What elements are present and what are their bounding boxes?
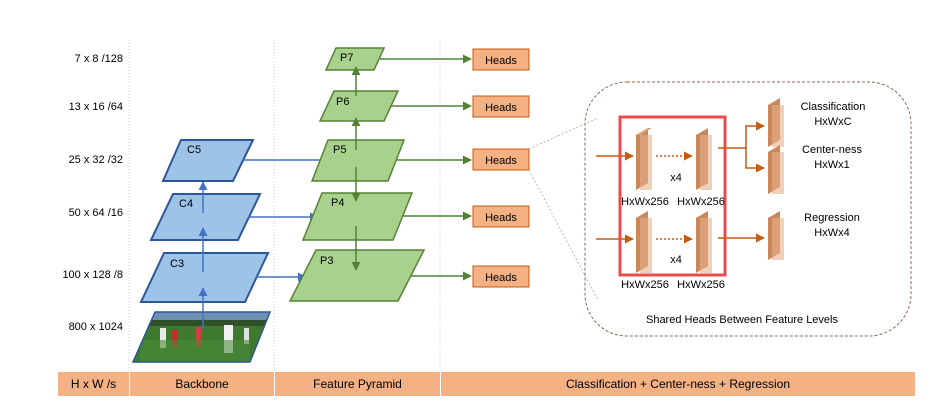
output-regression-name: Regression xyxy=(804,212,860,224)
heads-box-p7 xyxy=(472,48,530,71)
detail-connector xyxy=(528,169,599,301)
pyramid-p7-label: P7 xyxy=(340,52,353,64)
feature-slab-cls-out xyxy=(696,128,712,190)
output-slab-regression xyxy=(768,211,784,260)
bar-divider xyxy=(129,372,130,396)
heads-box-p5 xyxy=(472,148,530,171)
heads-box-p3 xyxy=(472,265,530,288)
bar-divider xyxy=(440,372,441,396)
detail-connector xyxy=(528,117,599,150)
column-label-scale: H x W /s xyxy=(70,377,117,391)
backbone-c5 xyxy=(161,139,255,182)
heads-box-p5-label: Heads xyxy=(485,155,517,167)
backbone-c5-label: C5 xyxy=(187,144,201,156)
feature-slab-reg-out xyxy=(696,211,712,273)
backbone-c4-label: C4 xyxy=(179,198,193,210)
output-centerness-shape: HxWx1 xyxy=(814,159,849,171)
backbone-c3 xyxy=(139,252,270,303)
output-slab-centerness xyxy=(768,145,784,194)
x4-label-reg: x4 xyxy=(670,254,682,266)
column-label-backbone: Backbone xyxy=(175,377,229,391)
pyramid-p7 xyxy=(324,47,386,71)
branch-arrow-cls xyxy=(718,121,765,149)
output-centerness-name: Center-ness xyxy=(802,144,862,156)
scale-label-p6: 13 x 16 /64 xyxy=(69,101,123,113)
branch-arrow-ctr xyxy=(745,148,765,173)
feature-slab-reg-in xyxy=(636,211,652,273)
column-label-bar: H x W /s Backbone Feature Pyramid Classi… xyxy=(58,372,915,396)
input-image xyxy=(131,311,272,363)
scale-label-input: 800 x 1024 xyxy=(69,321,123,333)
feature-label: HxWx256 xyxy=(621,196,669,208)
heads-box-p6-label: Heads xyxy=(485,102,517,114)
pyramid-p6-label: P6 xyxy=(336,96,349,108)
pyramid-p5 xyxy=(310,139,406,182)
bar-divider xyxy=(274,372,275,396)
scale-label-p7: 7 x 8 /128 xyxy=(75,53,123,65)
pyramid-p4-label: P4 xyxy=(331,197,344,209)
heads-box-p4-label: Heads xyxy=(485,212,517,224)
output-classification-shape: HxWxC xyxy=(814,116,851,128)
pyramid-p4 xyxy=(301,192,414,241)
output-regression-shape: HxWx4 xyxy=(814,227,849,239)
x4-label-cls: x4 xyxy=(670,172,682,184)
column-label-feature-pyramid: Feature Pyramid xyxy=(313,377,402,391)
output-classification-name: Classification xyxy=(801,101,866,113)
scale-label-p4: 50 x 64 /16 xyxy=(69,207,123,219)
backbone-c4 xyxy=(149,193,262,241)
heads-box-p6 xyxy=(472,95,530,118)
heads-box-p3-label: Heads xyxy=(485,272,517,284)
column-label-heads: Classification + Center-ness + Regressio… xyxy=(565,377,791,391)
output-slab-classification xyxy=(768,98,784,147)
backbone-c3-label: C3 xyxy=(170,258,184,270)
shared-heads-caption: Shared Heads Between Feature Levels xyxy=(646,314,839,326)
shared-heads-panel xyxy=(584,81,912,337)
heads-box-p4 xyxy=(472,205,530,228)
feature-label: HxWx256 xyxy=(677,279,725,291)
pyramid-p3 xyxy=(288,249,426,302)
feature-label: HxWx256 xyxy=(621,279,669,291)
feature-label: HxWx256 xyxy=(677,196,725,208)
scale-label-p3: 100 x 128 /8 xyxy=(62,269,123,281)
pyramid-p5-label: P5 xyxy=(333,144,346,156)
pyramid-p6 xyxy=(318,90,400,122)
feature-slab-cls-in xyxy=(636,128,652,190)
scale-label-p5: 25 x 32 /32 xyxy=(69,154,123,166)
tower-highlight-box xyxy=(618,115,727,277)
heads-box-p7-label: Heads xyxy=(485,55,517,67)
pyramid-p3-label: P3 xyxy=(320,255,333,267)
